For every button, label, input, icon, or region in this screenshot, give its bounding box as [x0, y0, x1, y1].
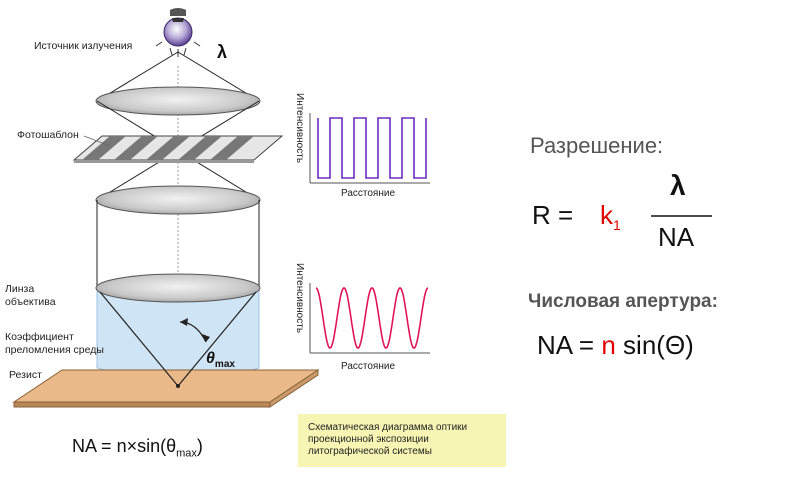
caption-box: Схематическая диаграмма оптики проекцион… [298, 414, 506, 467]
caption-line3: литографической системы [308, 446, 432, 457]
condenser-lens [95, 86, 261, 116]
resolution-numerator: λ [670, 170, 686, 201]
square-wave-series [317, 117, 427, 179]
aperture-title: Числовая апертура: [528, 291, 718, 312]
plot2-xlabel: Расстояние [341, 361, 396, 372]
sine-wave-series [315, 287, 429, 349]
na-theta-formula: NA = n×sin(θmax) [72, 436, 203, 460]
resolution-k1: k1 [600, 200, 621, 234]
plot-square-wave [309, 113, 430, 184]
theta-max-label: θmax [206, 350, 235, 371]
lambda-label: λ [217, 42, 228, 62]
medium-label-line2: преломления среды [5, 344, 104, 356]
plot1-ylabel: Интенсивность [294, 93, 305, 164]
photomask [72, 135, 284, 163]
ray [99, 291, 179, 387]
medium-label-line1: Коэффициент [5, 331, 74, 343]
resolution-denominator: NA [658, 222, 695, 252]
resist-layer [12, 369, 320, 408]
plot1-xlabel: Расстояние [341, 188, 396, 199]
aperture-formula: NA = n sin(Θ) [537, 330, 694, 360]
arrow-icon [202, 334, 210, 342]
caption-line2: проекционной экспозиции [308, 434, 429, 445]
plot-sine-wave [309, 283, 430, 354]
source-label: Источник излучения [34, 40, 133, 52]
focal-point [176, 384, 180, 388]
leader-line [83, 135, 111, 147]
lens-label-line1: Линза [5, 283, 35, 295]
lens-label-line2: объектива [5, 296, 56, 308]
light-bulb-icon [155, 8, 201, 57]
plot2-ylabel: Интенсивность [294, 263, 305, 334]
resolution-title: Разрешение: [530, 133, 664, 158]
resist-label: Резист [9, 369, 42, 381]
arrow-icon [180, 318, 188, 326]
photomask-label: Фотошаблон [17, 129, 79, 141]
projection-lens [95, 185, 261, 215]
objective-lens [95, 273, 261, 303]
ray [177, 291, 257, 387]
caption-line1: Схематическая диаграмма оптики [308, 422, 468, 433]
resolution-lhs: R = [532, 200, 574, 230]
